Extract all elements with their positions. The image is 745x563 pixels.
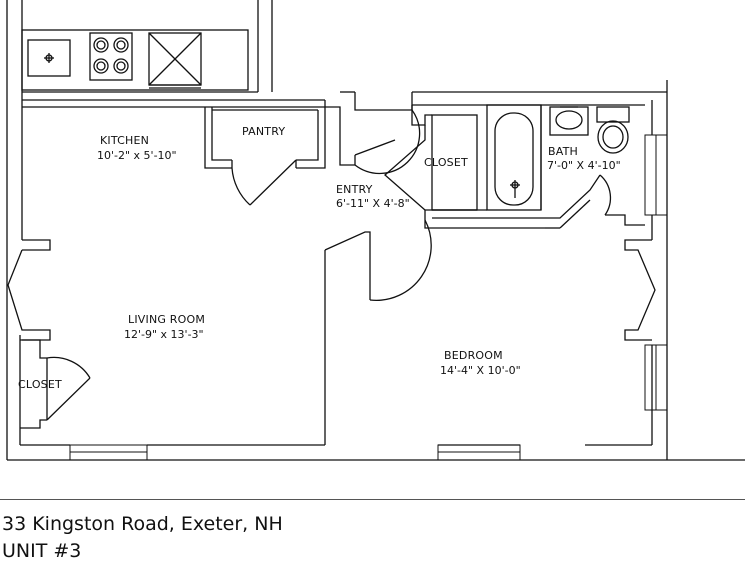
living-room-label: LIVING ROOM [128,313,206,326]
property-address: 33 Kingston Road, Exeter, NH [2,513,283,535]
bath-fixtures [486,104,645,229]
bath-label: BATH [548,145,579,158]
kitchen-counter [21,29,325,108]
living-closet-walls [20,339,91,429]
kitchen-dimensions: 10'-2" x 5'-10" [97,149,177,162]
unit-number: UNIT #3 [2,540,82,562]
pantry-walls [204,107,326,206]
living-closet-label: CLOSET [18,378,62,391]
sink-icon [27,39,71,77]
floor-plan [6,0,745,461]
entry-closet-label: CLOSET [424,156,468,169]
windows [69,134,668,461]
bedroom-label: BEDROOM [444,349,503,362]
bath-sink-icon [549,106,589,136]
bath-dimensions: 7'-0" X 4'-10" [547,159,621,172]
entry-walls [324,91,545,445]
entry-dimensions: 6'-11" X 4'-8" [336,197,410,210]
refrigerator-icon [148,32,202,89]
entry-label: ENTRY [336,183,373,196]
toilet-icon [596,106,630,154]
kitchen-label: KITCHEN [100,134,150,147]
pantry-label: PANTRY [242,125,286,138]
stove-icon [89,32,133,81]
bedroom-dimensions: 14'-4" X 10'-0" [440,364,521,377]
divider [0,499,745,500]
living-room-dimensions: 12'-9" x 13'-3" [124,328,204,341]
